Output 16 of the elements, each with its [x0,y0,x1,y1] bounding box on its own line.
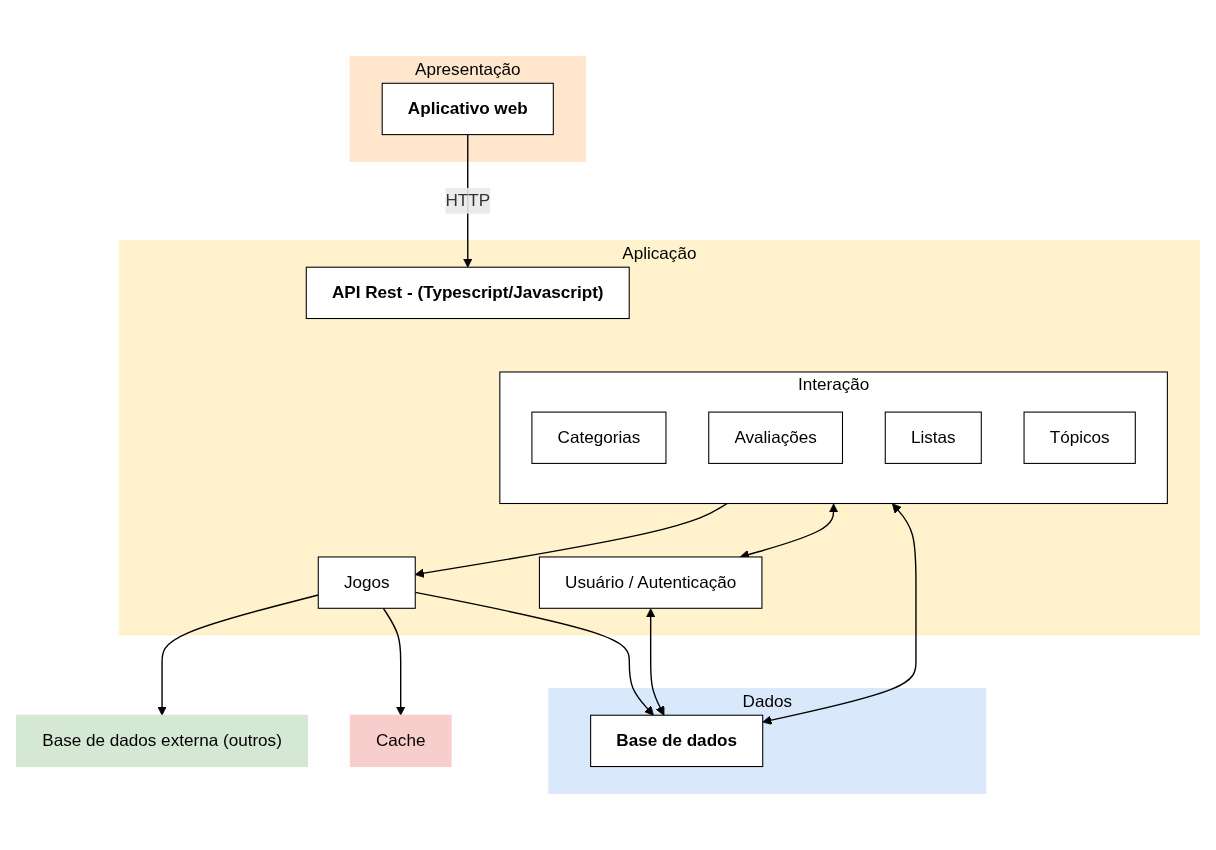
node-box: Usuário / Autenticação [538,556,763,609]
node-box: Cache [349,714,452,768]
node-box: Base de dados [590,714,764,768]
arrow [645,608,665,716]
arrow [762,503,917,725]
node-box: Avaliações [708,411,844,465]
edge-label: HTTP [445,191,491,210]
node-box: Base de dados externa (outros) [16,714,309,768]
node-box: Tópicos [1023,411,1136,465]
node-box: Listas [884,411,982,465]
node-box: Categorias [531,411,667,465]
node-box: Jogos [317,556,416,609]
arrow [157,594,319,716]
arrow [382,607,406,716]
node-box: Aplicativo web [381,82,554,136]
node-box: API Rest - (Typescript/Javascript) [305,266,630,320]
